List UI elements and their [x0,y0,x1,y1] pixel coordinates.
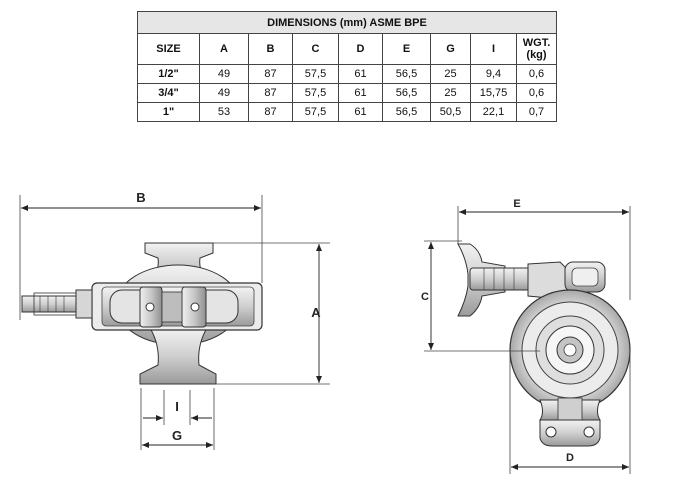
dimension-b: B [19,190,263,320]
header-d: D [338,33,383,65]
label-c: C [421,291,429,303]
size-cell: 1" [137,102,200,122]
label-e: E [513,198,520,210]
table-cell: 87 [248,64,293,84]
table-row: 1/2" 49 87 57,5 61 56,5 25 9,4 0,6 [137,64,557,84]
table-title: DIMENSIONS (mm) ASME BPE [137,11,557,34]
side-view-drawing [21,242,263,385]
header-size: SIZE [137,33,200,65]
dimension-a: A [213,242,330,385]
label-i: I [175,399,179,414]
table-cell: 56,5 [382,83,431,103]
table-row: 3/4" 49 87 57,5 61 56,5 25 15,75 0,6 [137,83,557,103]
dimension-e: E [457,198,631,300]
label-g: G [172,428,182,443]
table-cell: 50,5 [430,102,471,122]
label-a: A [311,305,321,320]
label-d: D [566,452,574,464]
table-cell: 61 [338,83,383,103]
label-b: B [136,190,145,205]
table-cell: 87 [248,102,293,122]
front-view-drawing [457,243,631,447]
table-cell: 25 [430,64,471,84]
dimension-d: D [509,350,631,474]
table-cell: 57,5 [292,64,339,84]
table-row: 1" 53 87 57,5 61 56,5 50,5 22,1 0,7 [137,102,557,122]
table-cell: 57,5 [292,102,339,122]
header-e: E [382,33,431,65]
table-header-row: SIZE A B C D E G I WGT. (kg) [137,33,557,65]
table-cell: 0,7 [516,102,557,122]
header-c: C [292,33,339,65]
dimension-i-g: I G [140,388,215,450]
header-g: G [430,33,471,65]
dimension-c: C [421,240,540,352]
table-cell: 15,75 [470,83,517,103]
table-cell: 56,5 [382,102,431,122]
dimensions-table: DIMENSIONS (mm) ASME BPE SIZE A B C D E … [137,11,557,122]
